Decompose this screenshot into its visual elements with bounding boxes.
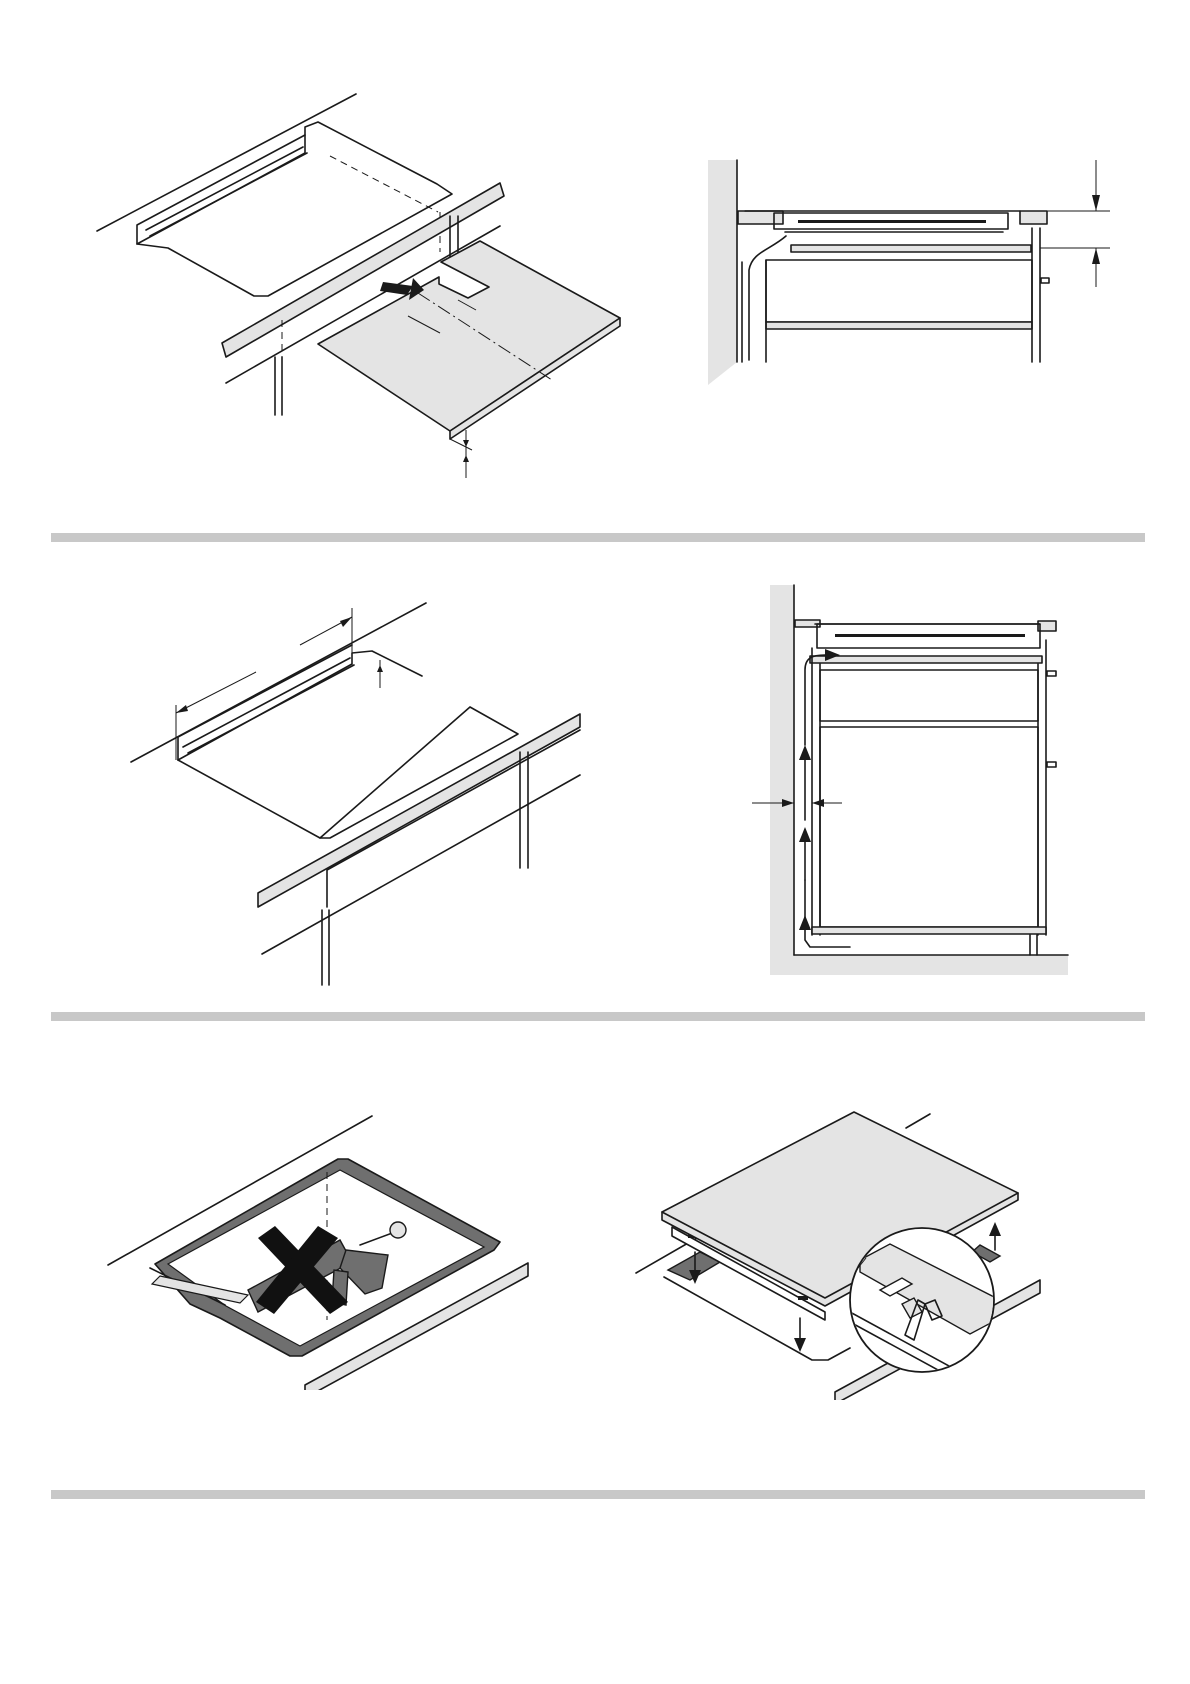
dimension-arrow-icon (1092, 195, 1100, 211)
cabinet-base (812, 927, 1046, 934)
worktop-edge-line (97, 94, 356, 231)
figure-2-svg (700, 150, 1120, 390)
worktop-front-slab (258, 714, 580, 907)
drawer-front (820, 670, 1038, 721)
section-divider (51, 533, 1145, 542)
figure-hob-insertion-clamp (630, 1100, 1070, 1400)
airflow-path (805, 655, 825, 745)
cutout-rim-line (146, 147, 303, 230)
figure-cutout-dimensions (120, 590, 600, 990)
figure-4-svg (740, 580, 1080, 980)
figure-5-svg (100, 1110, 540, 1390)
wall-section (770, 585, 1068, 975)
down-arrow-icon (794, 1338, 806, 1352)
hob-element (798, 220, 986, 223)
intermediate-shelf (810, 656, 1042, 663)
airflow-arrow-icon (799, 827, 811, 842)
figure-6-svg (630, 1100, 1070, 1400)
dimension-arrow-icon (176, 705, 188, 713)
drawer-front (766, 260, 1032, 322)
drawer-handle-icon (1041, 278, 1049, 283)
cutout-rim-line (150, 153, 307, 236)
figure-no-sealant (100, 1110, 540, 1390)
dimension-arrow-icon (463, 455, 469, 462)
wall-section (708, 160, 737, 385)
airflow-arrow-icon (799, 915, 811, 930)
power-cable (749, 236, 786, 360)
cutout-rim-line (188, 665, 354, 753)
section-divider (51, 1490, 1145, 1499)
figure-side-section-drawer (700, 150, 1120, 390)
insertion-arrow-icon (380, 282, 413, 295)
worktop-edge-line (131, 603, 426, 762)
figure-3-svg (120, 590, 600, 990)
dimension-arrow-icon (377, 665, 383, 672)
figure-1-svg (90, 90, 650, 490)
cutout-outline (178, 651, 518, 838)
cutout-left-edge (178, 760, 320, 838)
section-divider (51, 1012, 1145, 1021)
up-arrow-icon (989, 1222, 1001, 1236)
dimension-arrow-icon (340, 617, 352, 627)
intermediate-shelf (791, 245, 1031, 252)
oven-front (820, 727, 1038, 927)
cutout-rim-line (183, 658, 350, 747)
drawer-bottom (766, 322, 1032, 329)
dimension-arrow-icon (812, 799, 824, 807)
figure-cutout-protective-board (90, 90, 650, 490)
drawer-handle-icon (1047, 671, 1056, 676)
dimension-line (176, 672, 256, 713)
oven-handle-icon (1047, 762, 1056, 767)
hob-element (835, 634, 1025, 637)
worktop-section (1020, 211, 1047, 224)
dimension-arrow-icon (1092, 248, 1100, 264)
airflow-arrow-icon (799, 745, 811, 760)
worktop-edge-line (906, 1114, 930, 1128)
figure-side-section-airflow (740, 580, 1080, 980)
